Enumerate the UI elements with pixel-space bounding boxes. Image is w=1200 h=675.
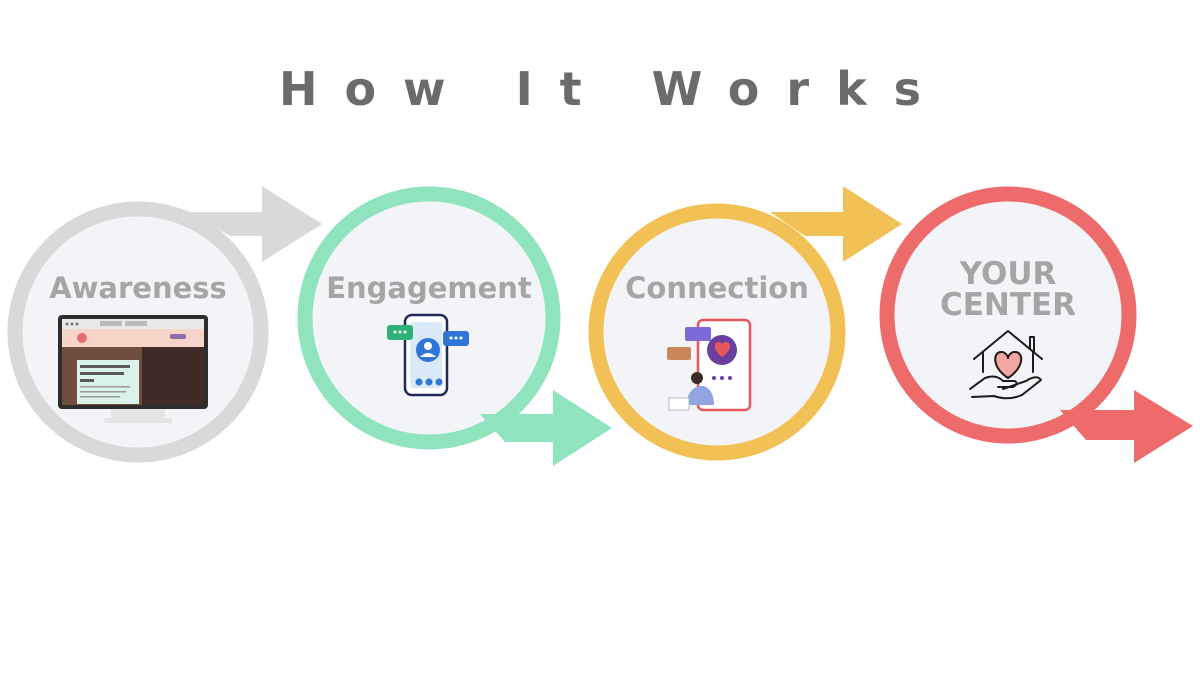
step-your-center [887,194,1193,463]
step-label-your-center-line2: CENTER [888,290,1128,321]
step-label-engagement: Engagement [309,271,549,305]
step-label-awareness: Awareness [18,271,258,305]
step-connection [596,186,902,453]
step-awareness [15,186,322,455]
website-monitor-icon [58,315,208,423]
step-label-your-center: YOUR CENTER [888,259,1128,321]
step-label-connection: Connection [597,271,837,305]
step-engagement [305,194,612,466]
step-label-your-center-line1: YOUR [888,259,1128,290]
